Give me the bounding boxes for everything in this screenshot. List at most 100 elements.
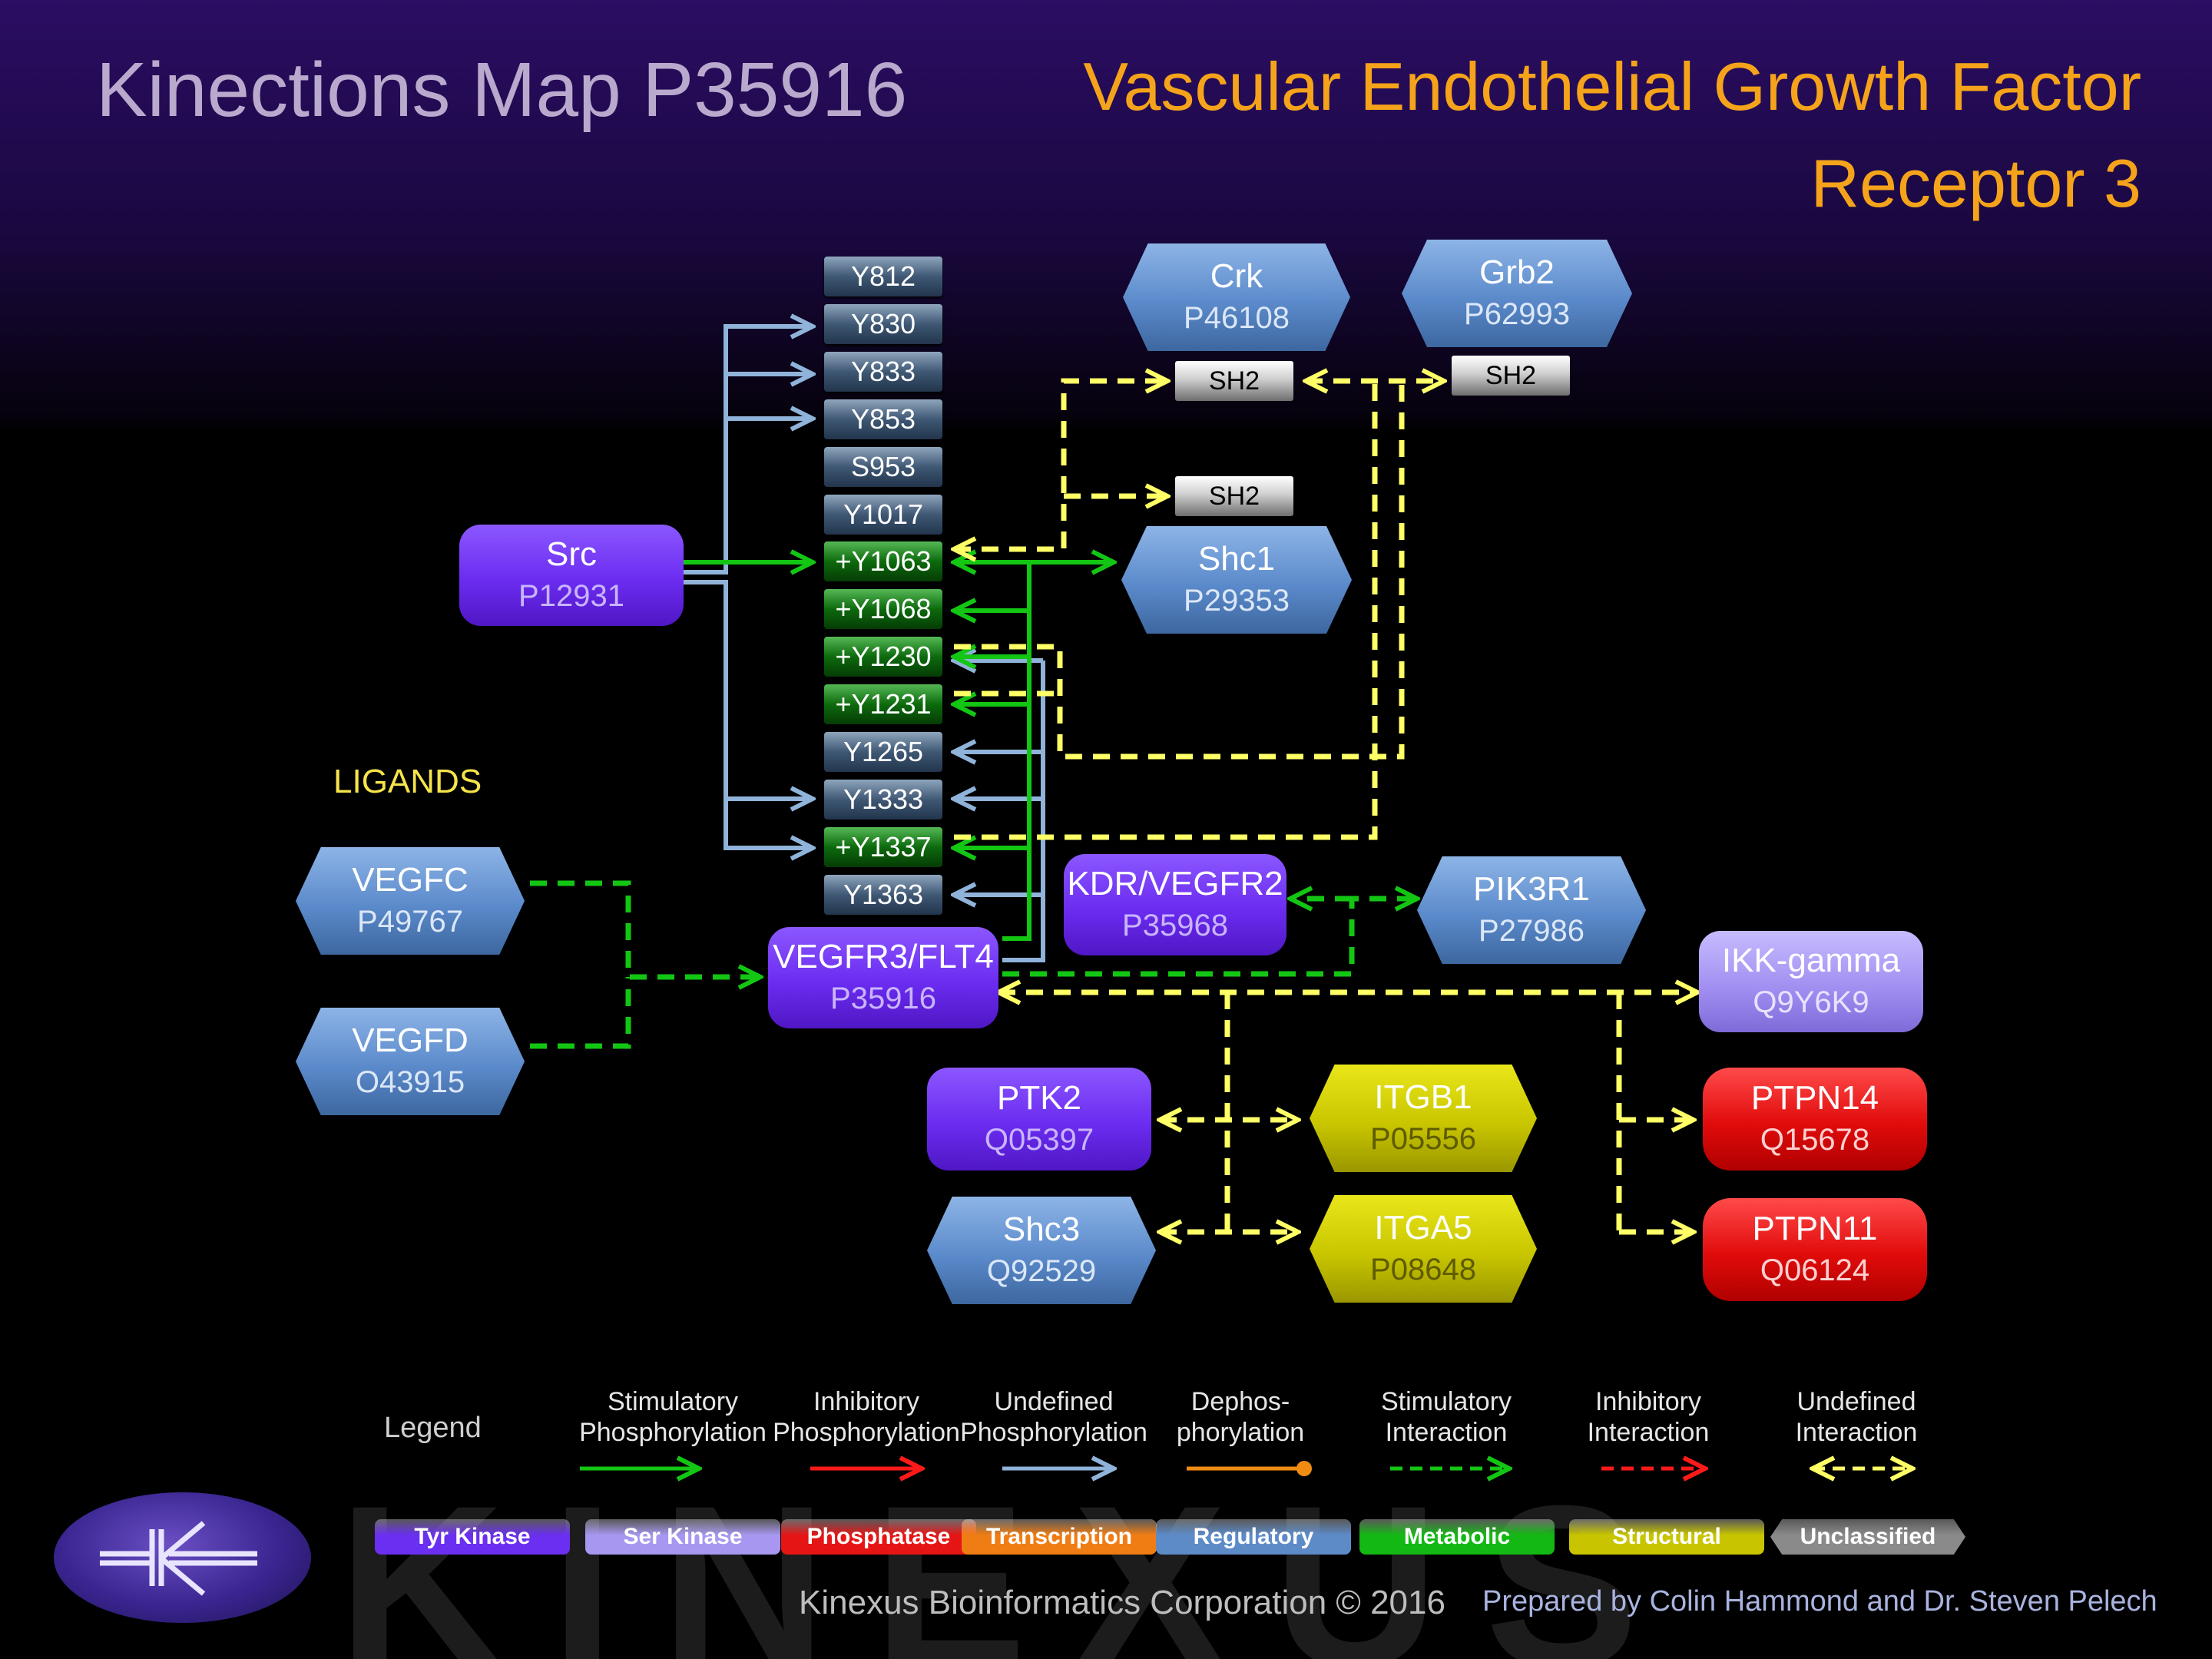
node-shc3[interactable]: Shc3 Q92529 [927,1197,1156,1304]
legend-title: Legend [384,1412,482,1444]
legend-label-line1: Inhibitory [1595,1387,1701,1416]
node-accession: P12931 [518,579,624,613]
page-title: Kinections Map P35916 [96,47,908,133]
node-ptpn14[interactable]: PTPN14 Q15678 [1703,1068,1927,1171]
phosphosite[interactable]: Y830 [824,304,942,344]
node-accession: Q06124 [1760,1253,1870,1287]
node-shc1[interactable]: Shc1 P29353 [1121,526,1352,634]
phosphosite[interactable]: Y833 [824,352,942,392]
node-accession: P49767 [357,905,463,939]
node-accession: P05556 [1370,1122,1476,1156]
node-crk[interactable]: Crk P46108 [1123,243,1350,351]
phosphosite[interactable]: Y1363 [824,875,942,915]
node-name: VEGFD [352,1022,469,1059]
node-accession: P35916 [830,982,936,1015]
node-name: KDR/VEGFR2 [1067,865,1283,902]
grb2-sh2-domain[interactable]: SH2 [1452,356,1570,396]
node-accession: P27986 [1479,914,1584,948]
legend-label-line2: Phosphorylation [579,1418,767,1447]
node-accession: P62993 [1464,297,1570,331]
phosphosite[interactable]: Y1333 [824,780,942,820]
legend-label-line2: Interaction [1385,1418,1508,1447]
protein-name-line2: Receptor 3 [1810,145,2141,221]
legend-category: Tyr Kinase [375,1519,570,1555]
legend-category: Ser Kinase [585,1519,780,1555]
node-name: Shc3 [1002,1210,1081,1248]
legend-label-line1: Stimulatory [1380,1387,1512,1416]
legend-category: Transcription [962,1519,1157,1555]
node-name: ITGB1 [1374,1078,1472,1116]
node-vegfc[interactable]: VEGFC P49767 [296,847,525,955]
node-accession: Q92529 [986,1254,1097,1288]
phosphosite[interactable]: Y1017 [824,495,942,535]
node-name: VEGFR3/FLT4 [773,938,994,975]
node-name: Shc1 [1197,540,1276,578]
legend-category: Regulatory [1156,1519,1351,1555]
legend-label-line2: Interaction [1587,1418,1710,1447]
node-kdr-vegfr2[interactable]: KDR/VEGFR2 P35968 [1064,854,1286,955]
node-accession: O43915 [355,1065,465,1099]
crk-sh2-domain[interactable]: SH2 [1175,361,1293,401]
legend-label-line1: Undefined [1796,1387,1916,1416]
node-name: PTPN11 [1752,1210,1878,1247]
node-src[interactable]: Src P12931 [459,525,684,626]
phosphosite[interactable]: Y853 [824,399,942,439]
node-vegfd[interactable]: VEGFD O43915 [296,1008,525,1115]
node-grb2[interactable]: Grb2 P62993 [1402,240,1632,347]
phosphosite[interactable]: +Y1231 [824,684,942,724]
phosphosite[interactable]: Y1265 [824,732,942,772]
phosphosite[interactable]: Y812 [824,257,942,296]
shc1-sh2-domain[interactable]: SH2 [1175,476,1293,516]
ligand-stim-interaction [530,880,1417,1049]
node-ptpn11[interactable]: PTPN11 Q06124 [1703,1198,1927,1301]
node-itga5[interactable]: ITGA5 P08648 [1310,1195,1537,1303]
node-itgb1[interactable]: ITGB1 P05556 [1310,1065,1537,1172]
phosphosite[interactable]: +Y1337 [824,827,942,867]
phosphosite[interactable]: +Y1230 [824,637,942,677]
legend-category: Phosphatase [781,1519,976,1555]
copyright-text: Kinexus Bioinformatics Corporation © 201… [799,1584,1445,1621]
node-name: ITGA5 [1374,1209,1472,1247]
node-name: Crk [1210,257,1263,295]
phosphosite[interactable]: +Y1068 [824,589,942,629]
node-accession: P29353 [1184,584,1290,618]
src-stim-phospho [684,562,1114,941]
legend-label-line2: Phosphorylation [960,1418,1147,1447]
protein-name-line1: Vascular Endothelial Growth Factor [1083,48,2141,124]
node-ptk2[interactable]: PTK2 Q05397 [927,1068,1151,1171]
node-name: PIK3R1 [1473,870,1590,908]
node-accession: Q15678 [1760,1123,1870,1157]
legend-category: Structural [1569,1519,1764,1555]
node-name: Src [546,535,597,573]
legend-label-line2: Interaction [1795,1418,1918,1447]
legend-label-line1: Inhibitory [813,1387,919,1416]
node-pik3r1[interactable]: PIK3R1 P27986 [1417,856,1646,964]
legend-category: Metabolic [1359,1519,1555,1555]
legend-label-line1: Undefined [994,1387,1114,1416]
undefined-interactions [954,381,1697,1233]
legend-arrow-label: Dephos-phorylation [1141,1386,1340,1448]
node-name: Grb2 [1479,253,1555,291]
dephos-legend-dot [1296,1461,1312,1476]
kinexus-logo [54,1492,311,1623]
phosphosite[interactable]: S953 [824,447,942,487]
node-name: PTK2 [996,1079,1082,1117]
node-accession: P08648 [1370,1253,1476,1286]
node-accession: P35968 [1122,909,1228,942]
watermark: KINEXUS [338,1457,1685,1659]
node-ikk-gamma[interactable]: IKK-gamma Q9Y6K9 [1699,931,1923,1032]
phosphosite[interactable]: +Y1063 [824,541,942,581]
node-accession: P46108 [1184,301,1290,335]
kinexus-logo-mark [100,1521,257,1596]
node-name: PTPN14 [1750,1079,1879,1117]
node-name: VEGFC [352,861,469,899]
legend-label-line1: Dephos- [1190,1387,1290,1416]
legend-category: Unclassified [1770,1519,1965,1555]
node-vegfr3-flt4[interactable]: VEGFR3/FLT4 P35916 [768,927,998,1028]
